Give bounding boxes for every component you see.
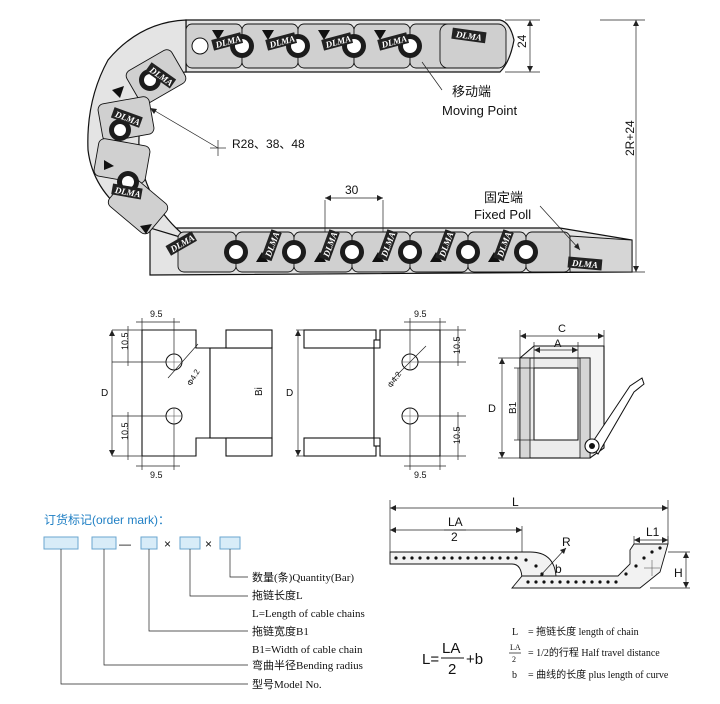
dim-d-middle: D [286, 388, 293, 399]
formula-den: 2 [448, 661, 456, 678]
top-dimensions: 24 2R+24 R28、38、48 30 移动端 Moving Point 固… [149, 19, 645, 273]
dim-9-5-top-right: 9.5 [414, 309, 427, 319]
legend-sym-b: b [512, 670, 517, 681]
dim-2r24: 2R+24 [623, 120, 637, 156]
length-diagram: L LA 2 R b L1 H [389, 495, 690, 589]
formula-legend: L = 拖链长度 length of chain LA 2 = 1/2的行程 H… [509, 625, 669, 681]
dim-10-5-bottom-right: 10.5 [452, 426, 462, 444]
lower-links [177, 231, 571, 273]
fixed-point-cn: 固定端 [484, 190, 523, 205]
box-width[interactable] [140, 536, 158, 550]
dim-9-5-top-left: 9.5 [150, 309, 163, 319]
dim-radius: R28、38、48 [232, 137, 305, 151]
dim-b: b [555, 562, 562, 576]
svg-text:×: × [205, 537, 212, 551]
side-view-left: 9.5 9.5 10.5 10.5 D Bi Φ4.2 [101, 309, 273, 480]
dim-9-5-bottom-left: 9.5 [150, 470, 163, 480]
formula-rhs: +b [466, 651, 483, 668]
cable-chain-illustration: DLMA DLMA DLMA DLMA DLMA DLMA DLMA DLMA … [87, 19, 633, 276]
legend-sym-LA-den: 2 [512, 655, 516, 664]
formula: L= LA 2 +b [422, 640, 483, 678]
dim-c: C [558, 323, 566, 335]
dim-10-5-top-right: 10.5 [452, 336, 462, 354]
svg-text:DLMA: DLMA [571, 258, 599, 270]
legend-sym-LA: LA [510, 643, 521, 652]
dim-pitch: 30 [345, 183, 359, 197]
order-line-width-cn: 拖链宽度B1 [252, 624, 309, 638]
dim-bi: Bi [254, 387, 265, 396]
dim-L: L [512, 495, 519, 509]
fixed-point-en: Fixed Poll [474, 207, 531, 222]
dim-d-left: D [101, 388, 108, 399]
svg-text:DLMA: DLMA [113, 185, 141, 200]
dim-10-5-top-left: 10.5 [120, 332, 130, 350]
box-length[interactable] [179, 536, 201, 550]
dim-LA: LA [448, 515, 463, 529]
moving-point-cn: 移动端 [452, 84, 491, 99]
order-mark: 订货标记(order mark)： — × × 数量(条)Quantity(Ba… [43, 512, 365, 691]
dim-24: 24 [515, 34, 529, 48]
order-line-model: 型号Model No. [252, 677, 322, 691]
formula-lhs: L= [422, 651, 439, 668]
legend-text-LA: = 1/2的行程 Half travel distance [528, 646, 660, 659]
legend-sym-L: L [512, 627, 518, 638]
order-line-quantity: 数量(条)Quantity(Bar) [252, 570, 354, 584]
box-radius[interactable] [91, 536, 117, 550]
dim-H: H [674, 566, 683, 580]
dim-9-5-bottom-right: 9.5 [414, 470, 427, 480]
dim-10-5-bottom-left: 10.5 [120, 422, 130, 440]
side-view-middle: 9.5 9.5 10.5 10.5 D Φ4.2 [286, 309, 466, 480]
order-line-width-en: B1=Width of cable chain [252, 644, 363, 656]
end-view-3d: C A D B1 [488, 323, 645, 459]
legend-text-b: = 曲线的长度 plus length of curve [528, 668, 669, 681]
dim-R: R [562, 535, 571, 549]
order-line-length-en: L=Length of cable chains [252, 608, 365, 620]
dim-d-end: D [488, 403, 496, 415]
moving-point-en: Moving Point [442, 103, 518, 118]
dim-L1: L1 [646, 525, 660, 539]
dim-a: A [554, 338, 562, 350]
order-mark-title: 订货标记(order mark)： [44, 512, 170, 527]
dim-b1: B1 [508, 401, 519, 414]
order-line-radius: 弯曲半径Bending radius [252, 658, 363, 672]
formula-num: LA [442, 640, 460, 657]
svg-text:DLMA: DLMA [454, 29, 482, 43]
legend-text-L: = 拖链长度 length of chain [528, 625, 639, 638]
box-model[interactable] [43, 536, 79, 550]
dim-LA-den: 2 [451, 530, 458, 544]
svg-text:—: — [119, 537, 131, 551]
box-quantity[interactable] [219, 536, 241, 550]
chain-dots [394, 546, 662, 584]
svg-text:×: × [164, 537, 171, 551]
order-line-length-cn: 拖链长度L [252, 588, 303, 602]
